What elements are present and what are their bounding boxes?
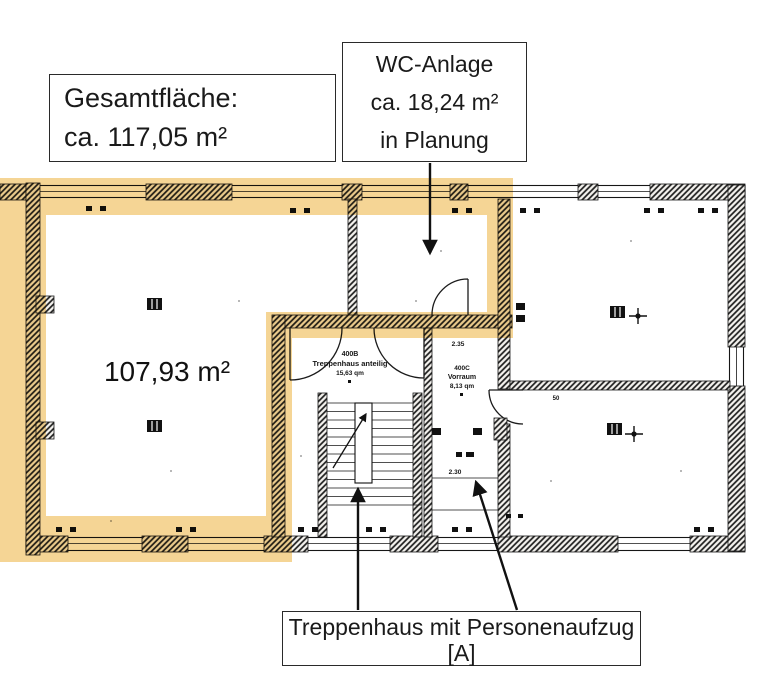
staircase [327, 402, 422, 506]
radiator-icon [147, 298, 162, 310]
stairs-line1: Treppenhaus mit Personenaufzug [288, 614, 635, 640]
elevator-shaft [354, 402, 373, 484]
door-arc-vorraum [488, 389, 524, 425]
outlet-icon [625, 426, 643, 442]
dim-label: 2.35 [452, 341, 465, 348]
total-area-callout: Gesamtfläche: ca. 117,05 m² [49, 74, 336, 162]
duct [493, 417, 508, 441]
area-highlight [0, 178, 513, 562]
room-id-400b: 400B [342, 351, 359, 358]
total-area-line2: ca. 117,05 m² [64, 122, 228, 152]
vorraum-arrow [472, 479, 519, 611]
room-id-400c: 400C [454, 365, 470, 372]
wc-line1: WC-Anlage [375, 51, 494, 77]
radiator-icon [610, 306, 625, 318]
outlet-icon [629, 308, 647, 324]
room-labels: 400B Treppenhaus anteilig 15,63 qm 400C … [312, 341, 560, 476]
dim-label: 50 [553, 396, 560, 402]
room-name-400b: Treppenhaus anteilig [312, 359, 387, 368]
room-area-400c: 8,13 qm [450, 383, 474, 390]
left-room-area-label: 107,93 m² [103, 356, 231, 387]
wc-callout: WC-Anlage ca. 18,24 m² in Planung [342, 42, 527, 162]
wc-line3: in Planung [380, 127, 489, 153]
door-arc-wc [431, 278, 469, 316]
annotation-arrows [350, 163, 519, 611]
radiator-icon [147, 420, 162, 432]
dim-label: 2.30 [449, 469, 462, 476]
wc-line2: ca. 18,24 m² [370, 89, 499, 115]
room-name-400c: Vorraum [448, 374, 476, 381]
total-area-line1: Gesamtfläche: [64, 83, 239, 113]
stairs-callout: Treppenhaus mit Personenaufzug [A] [282, 611, 641, 666]
radiator-icon [607, 423, 622, 435]
stairs-line2: [A] [447, 640, 476, 666]
room-area-400b: 15,63 qm [336, 370, 364, 377]
